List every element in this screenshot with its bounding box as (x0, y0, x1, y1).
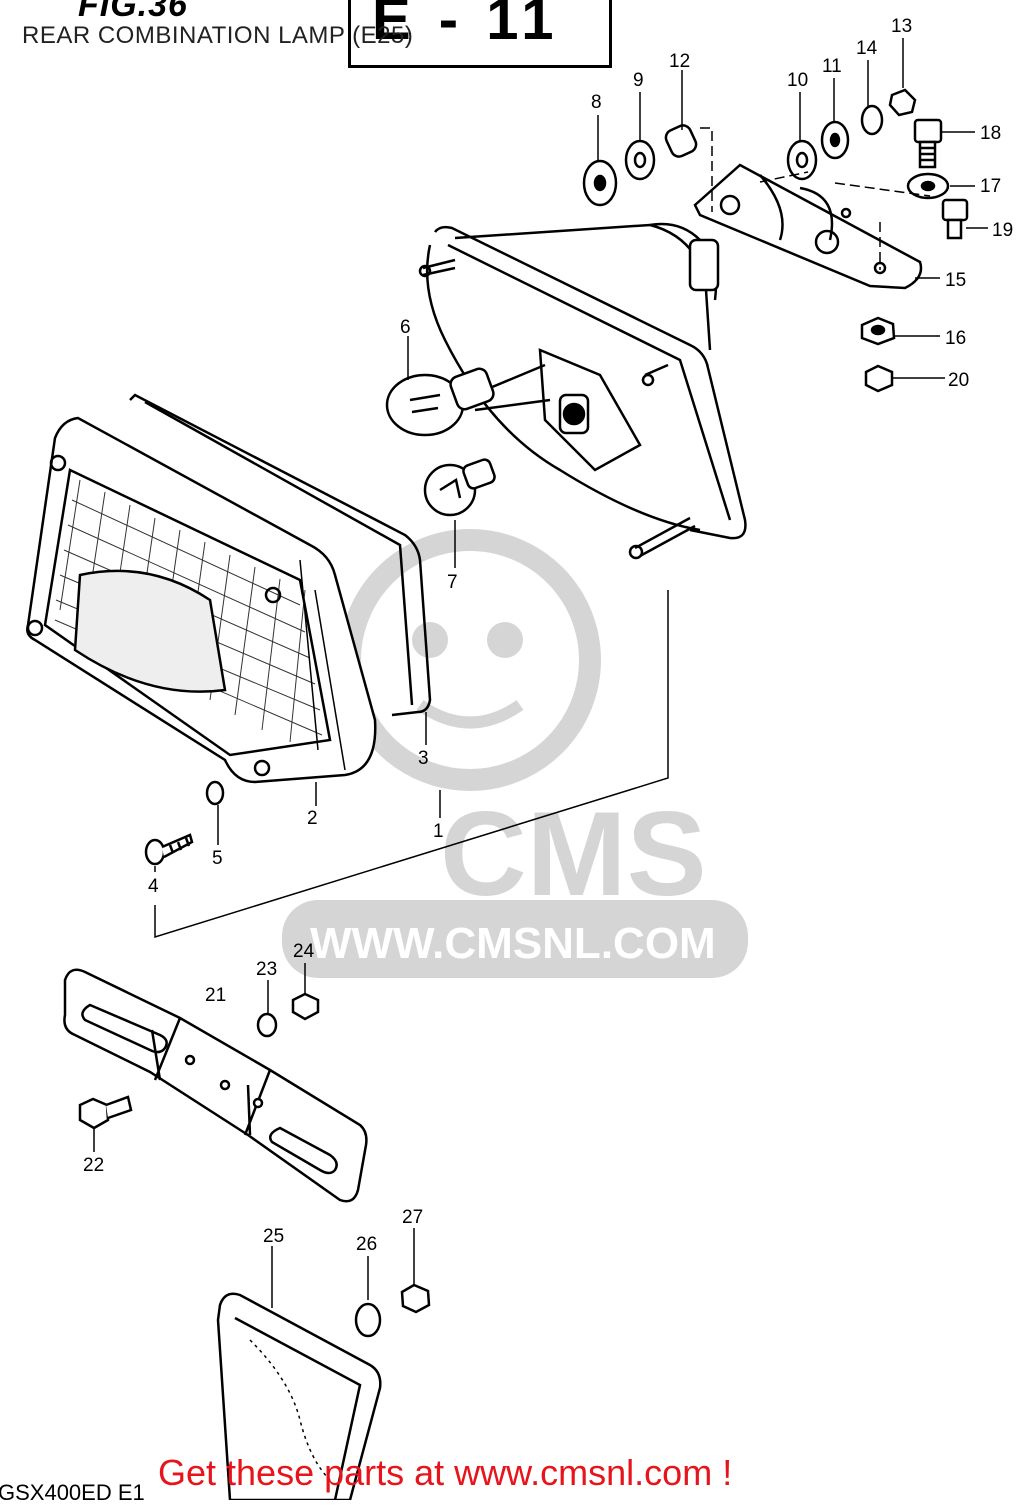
washer-14 (860, 104, 884, 136)
bolt-19 (941, 198, 969, 222)
nut-13 (888, 88, 917, 117)
callout-numbers: 1 2 3 4 5 6 7 8 9 10 11 12 13 14 15 16 1… (83, 16, 1013, 1255)
bulb-7 (423, 458, 496, 517)
callout-24: 24 (293, 941, 315, 962)
callout-18: 18 (980, 123, 1001, 144)
callout-9: 9 (633, 70, 644, 91)
model-code: GSX400ED E1 (0, 1480, 145, 1505)
lens (26, 416, 377, 784)
figure-label: FIG.36 (78, 0, 188, 24)
callout-22: 22 (83, 1155, 104, 1176)
callout-4: 4 (148, 876, 159, 897)
callout-7: 7 (447, 572, 458, 593)
reflector-plate (216, 1292, 382, 1500)
leader-1 (154, 590, 669, 939)
callout-27: 27 (402, 1207, 423, 1228)
collar-12 (664, 124, 698, 158)
gasket (129, 393, 432, 717)
callout-8: 8 (591, 92, 602, 113)
callout-11: 11 (822, 56, 842, 77)
bolt-22 (78, 1095, 133, 1130)
callout-20: 20 (948, 370, 969, 391)
callout-10: 10 (787, 70, 808, 91)
nut-20 (864, 364, 894, 393)
callout-14: 14 (856, 38, 878, 59)
hardware-stack (582, 88, 969, 393)
watermark-url: WWW.CMSNL.COM (310, 919, 716, 968)
callout-26: 26 (356, 1234, 377, 1255)
bulb-6 (385, 367, 495, 437)
mount-bracket (693, 163, 923, 290)
nut-24 (291, 992, 320, 1021)
callout-3: 3 (418, 748, 429, 769)
callout-2: 2 (307, 808, 318, 829)
lamp-housing (418, 222, 747, 560)
callout-25: 25 (263, 1226, 284, 1247)
callout-15: 15 (945, 270, 966, 291)
screw-4 (144, 833, 194, 866)
group-code-box (348, 0, 612, 68)
callout-1: 1 (433, 821, 444, 842)
washer-5 (205, 780, 225, 806)
callout-16: 16 (945, 328, 966, 349)
promo-link[interactable]: Get these parts at www.cmsnl.com ! (158, 1452, 733, 1493)
callout-19: 19 (992, 220, 1013, 241)
assembly-line (700, 127, 931, 270)
leader-lines (93, 38, 988, 1308)
page-title: REAR COMBINATION LAMP (E25) (22, 22, 414, 49)
bolt-18 (913, 118, 943, 144)
callout-5: 5 (212, 848, 223, 869)
callout-23: 23 (256, 959, 277, 980)
callout-12: 12 (669, 51, 690, 72)
callout-17: 17 (980, 176, 1001, 197)
callout-6: 6 (400, 317, 411, 338)
group-code: E - 11 (372, 0, 560, 52)
nut-27 (400, 1283, 431, 1314)
watermark: CMS WWW.CMSNL.COM (282, 529, 748, 978)
callout-21: 21 (205, 985, 226, 1006)
watermark-mascot (339, 529, 601, 791)
watermark-logo: CMS (440, 787, 707, 921)
license-bracket (63, 968, 368, 1203)
washer-23 (256, 1012, 278, 1038)
callout-13: 13 (891, 16, 912, 37)
washer-26 (354, 1302, 382, 1338)
